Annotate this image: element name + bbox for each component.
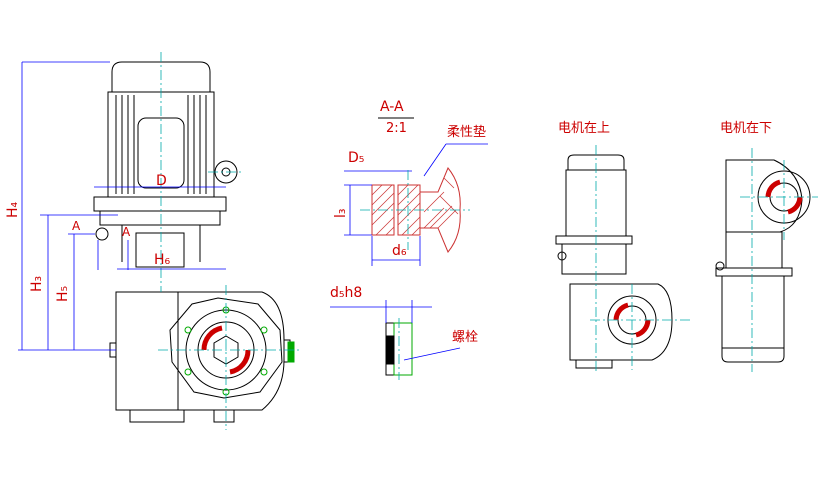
octagon-flange <box>169 297 283 399</box>
section-view <box>371 117 461 253</box>
main-view <box>93 61 295 423</box>
bolt-fit-label: d₅h8 <box>330 285 363 301</box>
rotation-arrow-1 <box>201 325 223 351</box>
dim-d: D <box>156 173 167 189</box>
dim-d5: D₅ <box>348 150 365 166</box>
section-dimensions <box>344 143 488 266</box>
motor-bottom-body <box>721 275 785 349</box>
dim-d6: d₆ <box>392 243 407 259</box>
dim-l3: l₃ <box>333 208 349 218</box>
gearbox-bottom <box>725 159 803 233</box>
motor-top-view <box>555 154 673 369</box>
shaft-section <box>419 167 461 253</box>
coupling-housing <box>135 232 185 268</box>
dim-h4: H₄ <box>5 201 21 218</box>
section-mark-a-left: A <box>72 219 81 233</box>
pad-left <box>371 184 395 236</box>
motor-bottom-view <box>715 159 811 363</box>
gearbox-body <box>115 291 179 411</box>
lifting-lug <box>95 227 109 241</box>
section-title: A-A <box>380 99 404 115</box>
dim-h5: H₅ <box>55 285 71 302</box>
section-scale: 2:1 <box>386 121 407 136</box>
gearbox-top <box>569 283 673 361</box>
motor-flange <box>93 196 227 212</box>
motor-top-cap <box>111 61 211 93</box>
motor-top-title: 电机在上 <box>558 121 611 136</box>
section-mark-a-right: A <box>122 225 131 239</box>
motor-bottom-title: 电机在下 <box>720 121 773 136</box>
bolt-label: 螺栓 <box>452 330 479 345</box>
dim-h6: H₆ <box>154 252 171 268</box>
main-centerlines <box>158 52 300 430</box>
flexible-pad-label: 柔性垫 <box>447 125 487 140</box>
dim-h3: H₃ <box>29 275 45 292</box>
motor-fins <box>115 95 207 194</box>
rotation-arrow-2 <box>229 349 251 375</box>
main-dimensions <box>18 61 226 351</box>
